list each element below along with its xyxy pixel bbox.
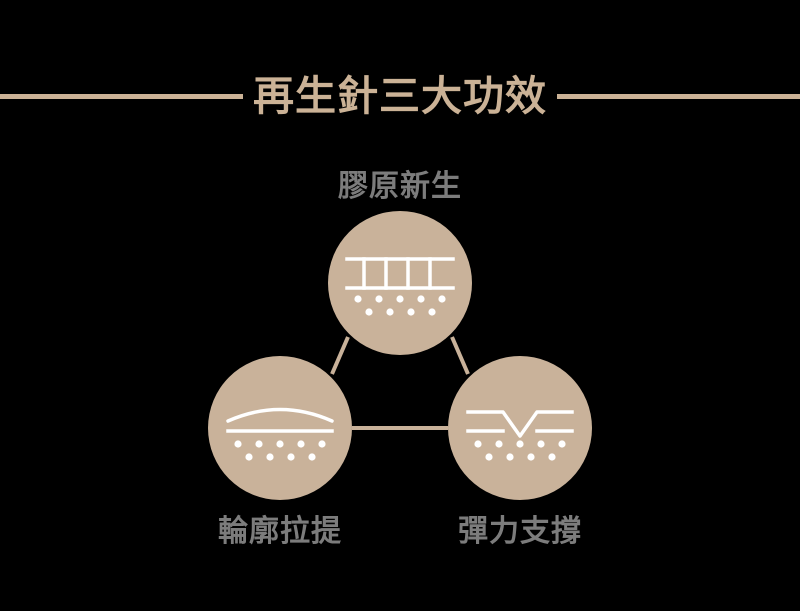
node-collagen-regeneration[interactable] [328,211,472,355]
node-contour-lifting[interactable] [208,356,352,500]
page-title: 再生針三大功效 [253,72,547,119]
title-rule-left [0,93,243,99]
connector-top-to-bottom-right [450,336,470,375]
node-label-elastic-support: 彈力支撐 [458,515,582,548]
connector-top-to-bottom-left [330,336,350,375]
node-connectors [330,336,470,430]
contour-dots-icon [234,440,326,461]
node-label-contour-lifting: 輪廓拉提 [218,515,342,548]
wrinkle-groove-icon [466,410,574,438]
node-circle-bottom-left[interactable] [208,356,352,500]
node-label-collagen-regeneration: 膠原新生 [338,170,462,203]
collagen-ladder-icon [345,257,455,290]
page-title-band: 再生針三大功效 [0,68,800,124]
skin-lift-arc-icon [226,407,334,433]
collagen-dots-icon [354,295,446,316]
title-rule-right [557,93,800,99]
node-elastic-support[interactable] [448,356,592,500]
elastic-dots-icon [474,440,566,461]
node-circle-bottom-right[interactable] [448,356,592,500]
node-circle-top[interactable] [328,211,472,355]
